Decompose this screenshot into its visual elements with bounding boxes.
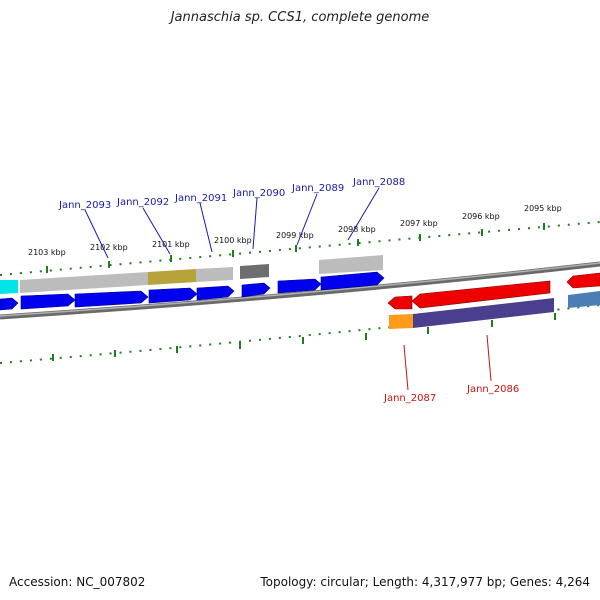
forward-cds-arrow[interactable]: [20, 293, 76, 310]
upper-scale-ring: 2103 kbp 2102 kbp 2101 kbp 2100 kbp 2099…: [0, 204, 600, 276]
scale-label: 2102 kbp: [90, 243, 128, 252]
topology-text: Topology: circular; Length: 4,317,977 bp…: [260, 575, 590, 589]
map-title: Jannaschia sp. CCS1, complete genome: [170, 10, 430, 25]
scale-label: 2097 kbp: [400, 219, 438, 228]
scale-label: 2101 kbp: [152, 240, 190, 249]
forward-cds-arrow[interactable]: [148, 287, 198, 304]
gray-feature[interactable]: [196, 267, 233, 282]
reverse-label-leaders: [403, 334, 492, 391]
forward-gene-labels: Jann_2093 Jann_2092 Jann_2091 Jann_2090 …: [58, 177, 405, 211]
gene-label[interactable]: Jann_2093: [58, 200, 111, 211]
orange-feature[interactable]: [389, 314, 413, 329]
scale-label: 2100 kbp: [214, 236, 252, 245]
cyan-feature[interactable]: [0, 280, 18, 294]
scale-label: 2098 kbp: [338, 225, 376, 234]
forward-cds-arrow[interactable]: [277, 278, 322, 294]
gray-feature[interactable]: [319, 255, 383, 274]
forward-cds-arrow[interactable]: [241, 282, 271, 298]
gene-label[interactable]: Jann_2088: [352, 177, 405, 188]
forward-cds-arrow[interactable]: [196, 285, 235, 301]
gene-label[interactable]: Jann_2090: [232, 188, 285, 199]
gene-label[interactable]: Jann_2087: [383, 393, 436, 404]
genome-backbone: [0, 261, 600, 320]
accession-text: Accession: NC_007802: [9, 575, 146, 589]
gene-label[interactable]: Jann_2089: [291, 183, 344, 194]
reverse-cds-arrow[interactable]: [387, 295, 413, 310]
forward-cds-arrow[interactable]: [0, 297, 19, 311]
purple-feature[interactable]: [413, 298, 554, 328]
upper-feature-track: [0, 255, 383, 294]
gray-feature[interactable]: [20, 272, 148, 293]
dark-gray-feature[interactable]: [240, 264, 269, 279]
scale-label: 2103 kbp: [28, 248, 66, 257]
forward-cds-arrow[interactable]: [320, 271, 385, 291]
steelblue-feature[interactable]: [568, 291, 600, 308]
forward-label-leaders: [84, 187, 380, 259]
gene-label[interactable]: Jann_2086: [466, 384, 519, 395]
gene-label[interactable]: Jann_2092: [116, 197, 169, 208]
scale-label: 2095 kbp: [524, 204, 562, 213]
scale-label: 2099 kbp: [276, 231, 314, 240]
forward-cds-track: [0, 271, 385, 311]
lower-scale-ring: [0, 304, 600, 364]
forward-cds-arrow[interactable]: [74, 290, 149, 308]
reverse-cds-arrow[interactable]: [566, 272, 600, 289]
olive-feature[interactable]: [148, 269, 196, 285]
reverse-gene-labels: Jann_2087 Jann_2086: [383, 384, 519, 404]
reverse-cds-track: [387, 272, 600, 310]
scale-label: 2096 kbp: [462, 212, 500, 221]
lower-feature-track: [389, 291, 600, 329]
gene-label[interactable]: Jann_2091: [174, 193, 227, 204]
reverse-cds-arrow[interactable]: [411, 280, 551, 309]
